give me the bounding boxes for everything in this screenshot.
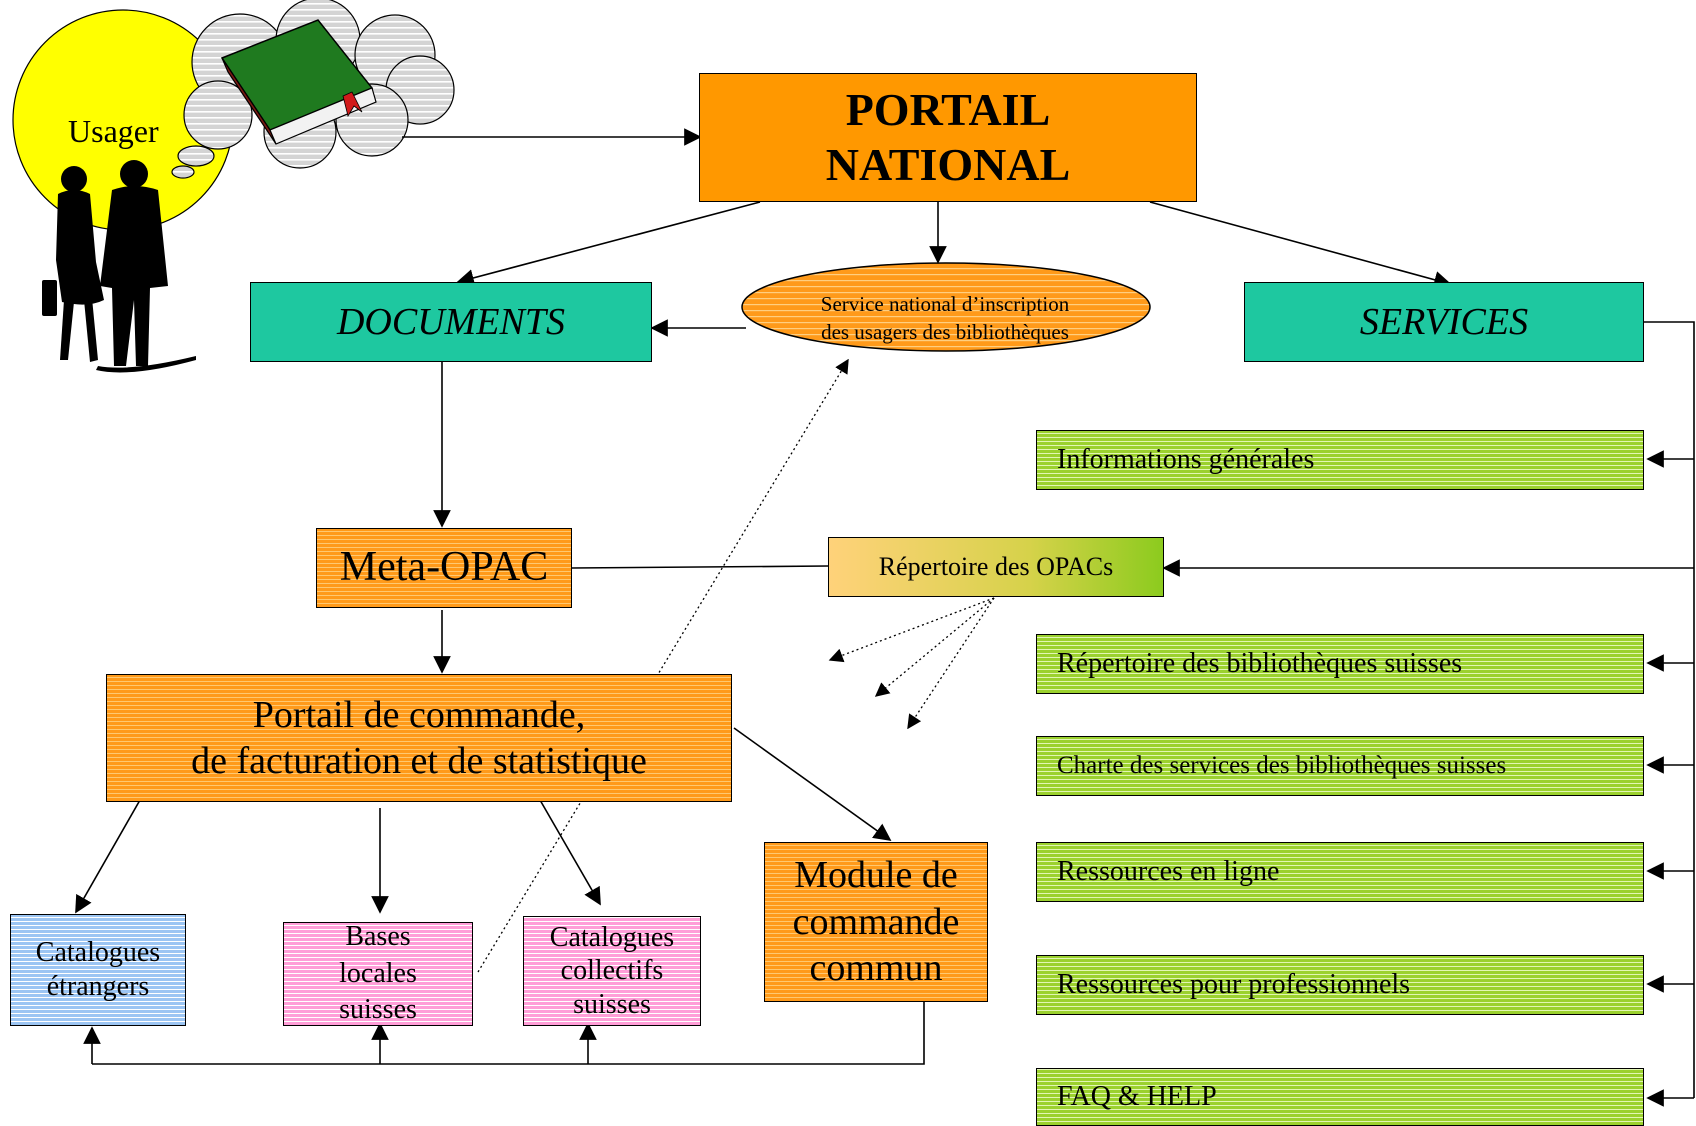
foreign-catalogs-box: Catalogues étrangers [10, 914, 186, 1026]
service-item-faq-help: FAQ & HELP [1036, 1068, 1644, 1126]
service-item-general-info: Informations générales [1036, 430, 1644, 490]
order-to-collective-arrow [539, 799, 601, 906]
registration-service-label: Service national d’inscription des usage… [820, 292, 1070, 345]
opac-directory-box: Répertoire des OPACs [828, 537, 1164, 597]
order-module-box: Module de commande commun [764, 842, 988, 1002]
local-to-service-dotted-arrow [477, 358, 849, 973]
directory-dotted-arrow-2 [874, 597, 995, 697]
order-portal-box: Portail de commande, de facturation et d… [106, 674, 732, 802]
directory-dotted-arrow-3 [907, 597, 995, 730]
module-bottom-line [92, 1000, 925, 1065]
services-vertical-line [1644, 321, 1695, 1098]
portal-to-services-arrow [1149, 201, 1452, 289]
service-item-service-charter: Charte des services des bibliothèques su… [1036, 736, 1644, 796]
order-to-module-arrow [733, 727, 892, 842]
usager-label: Usager [68, 113, 159, 149]
documents-box: DOCUMENTS [250, 282, 652, 362]
services-box: SERVICES [1244, 282, 1644, 362]
user-illustration: Usager [12, 0, 455, 373]
service-item-library-directory: Répertoire des bibliothèques suisses [1036, 634, 1644, 694]
portal-to-documents-arrow [456, 201, 761, 287]
portal-national-box: PORTAIL NATIONAL [699, 73, 1197, 202]
local-bases-box: Bases locales suisses [283, 921, 473, 1026]
directory-dotted-arrow-1 [828, 597, 995, 663]
meta-opac-box: Meta-OPAC [316, 528, 572, 608]
book-icon [220, 19, 377, 145]
dotted-connectors [477, 358, 995, 973]
user-silhouettes-icon [42, 160, 196, 373]
metaopac-to-directory-line [571, 565, 829, 569]
connectors [75, 128, 1695, 1107]
collective-catalogs-box: Catalogues collectifs suisses [523, 916, 701, 1026]
service-item-professional-resources: Ressources pour professionnels [1036, 955, 1644, 1015]
service-item-online-resources: Ressources en ligne [1036, 842, 1644, 902]
order-to-foreign-arrow [75, 799, 141, 914]
